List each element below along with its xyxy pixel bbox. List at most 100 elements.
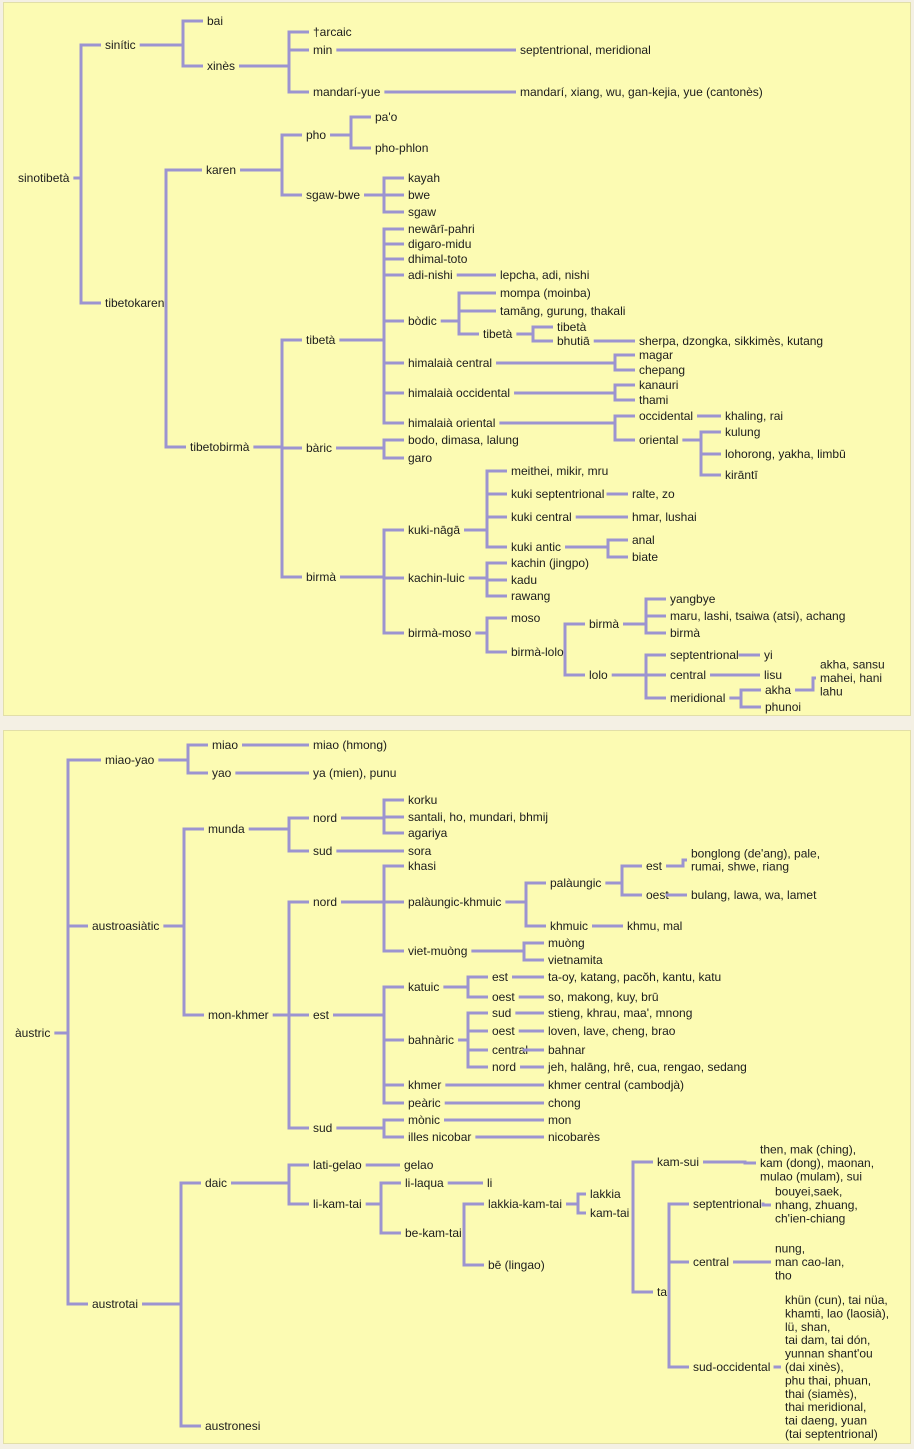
node-label-khaling-rai: khaling, rai bbox=[725, 409, 783, 423]
node-label-nung: nung,man cao-lan,tho bbox=[775, 1242, 844, 1283]
node-label-tibetobirma: tibetobirmà bbox=[190, 440, 250, 454]
node-label-moso: moso bbox=[511, 611, 541, 625]
node-label-oest: oest bbox=[492, 1024, 515, 1038]
node-label-thami: thami bbox=[639, 393, 668, 407]
node-label-miao-yao: miao-yao bbox=[105, 753, 155, 767]
node-label-gelao: gelao bbox=[404, 1158, 434, 1172]
node-label-kachin-jingpo: kachin (jingpo) bbox=[511, 556, 589, 570]
node-label-central: central bbox=[670, 668, 706, 682]
node-label-korku: korku bbox=[408, 793, 437, 807]
node-label-oest: oest bbox=[646, 888, 669, 902]
node-label-kam-tai: kam-tai bbox=[590, 1206, 629, 1220]
node-label-mandari-yue: mandarí-yue bbox=[313, 85, 381, 99]
node-label-mompa-moinba: mompa (moinba) bbox=[500, 286, 591, 300]
node-label-sud: sud bbox=[313, 1121, 332, 1135]
austric-panel bbox=[3, 730, 911, 1444]
node-label-yangbye: yangbye bbox=[670, 592, 716, 606]
node-label-miao: miao bbox=[212, 738, 238, 752]
node-label-est: est bbox=[492, 970, 509, 984]
node-label-austrotai: austrotai bbox=[92, 1297, 138, 1311]
node-label-digaro-midu: digaro-midu bbox=[408, 237, 471, 251]
node-label-pho-phlon: pho-phlon bbox=[375, 141, 428, 155]
node-label-himalaia-occidental: himalaià occidental bbox=[408, 386, 510, 400]
node-label-li-kam-tai: li-kam-tai bbox=[313, 1197, 362, 1211]
node-label-mon: mon bbox=[548, 1113, 571, 1127]
node-label-kachin-luic: kachin-luic bbox=[408, 571, 465, 585]
node-label-sud: sud bbox=[492, 1006, 511, 1020]
node-label-palaungic: palàungic bbox=[550, 876, 601, 890]
node-label-viet-muong: viet-muòng bbox=[408, 944, 467, 958]
node-label-bahnaric: bahnàric bbox=[408, 1033, 454, 1047]
node-label-monic: mònic bbox=[408, 1113, 440, 1127]
node-label-lepcha-adi-nishi: lepcha, adi, nishi bbox=[500, 268, 589, 282]
node-label-birma-lolo: birmà-lolo bbox=[511, 645, 564, 659]
node-label-sherpa-dzongka-sikkimes-kutang: sherpa, dzongka, sikkimès, kutang bbox=[639, 334, 823, 348]
node-label-kanauri: kanauri bbox=[639, 378, 678, 392]
node-label-then-mak-ching: then, mak (ching),kam (dong), maonan,mul… bbox=[760, 1143, 874, 1184]
node-label-meridional: meridional bbox=[670, 691, 725, 705]
node-label-pho: pho bbox=[306, 128, 326, 142]
node-label-maru-lashi-tsaiwa-atsi-achang: maru, lashi, tsaiwa (atsi), achang bbox=[670, 609, 845, 623]
node-label-nicobares: nicobarès bbox=[548, 1130, 600, 1144]
node-label-munda: munda bbox=[208, 822, 245, 836]
node-label-newari-pahri: newārī-pahri bbox=[408, 222, 475, 236]
node-label-adi-nishi: adi-nishi bbox=[408, 268, 453, 282]
node-label-sud-occidental: sud-occidental bbox=[693, 1360, 770, 1374]
node-label-est: est bbox=[646, 859, 663, 873]
node-label-tibetokaren: tibetokaren bbox=[105, 296, 164, 310]
node-label-nord: nord bbox=[313, 811, 337, 825]
node-label-phunoi: phunoi bbox=[765, 700, 801, 714]
node-label-sora: sora bbox=[408, 844, 432, 858]
node-label-kuki-naga: kuki-nāgā bbox=[408, 523, 460, 537]
node-label-septentrional-meridional: septentrional, meridional bbox=[520, 43, 651, 57]
node-label-hmar-lushai: hmar, lushai bbox=[632, 510, 697, 524]
node-label-daic: daic bbox=[205, 1176, 227, 1190]
node-label-palaungic-khmuic: palàungic-khmuic bbox=[408, 895, 501, 909]
node-label-tai: tai bbox=[657, 1285, 670, 1299]
node-label-himalaia-oriental: himalaià oriental bbox=[408, 416, 495, 430]
node-label-sgaw-bwe: sgaw-bwe bbox=[306, 188, 360, 202]
node-label-bonglong-de-ang-pale: bonglong (de'ang), pale,rumai, shwe, ria… bbox=[691, 846, 820, 873]
node-label-occidental: occidental bbox=[639, 409, 693, 423]
node-label-bhutia: bhutiā bbox=[557, 334, 590, 348]
node-label-sinitic: sinític bbox=[105, 38, 136, 52]
node-label-li: li bbox=[487, 1176, 492, 1190]
node-label-santali-ho-mundari-bhmij: santali, ho, mundari, bhmij bbox=[408, 810, 548, 824]
node-label-meithei-mikir-mru: meithei, mikir, mru bbox=[511, 464, 608, 478]
node-label-illes-nicobar: illes nicobar bbox=[408, 1130, 471, 1144]
node-label-sinotibeta: sinotibetà bbox=[18, 171, 70, 185]
node-label-biate: biate bbox=[632, 550, 658, 564]
node-label-katuic: katuic bbox=[408, 980, 439, 994]
node-label-min: min bbox=[313, 43, 332, 57]
node-label-be-kam-tai: be-kam-tai bbox=[405, 1226, 462, 1240]
node-label-birma-moso: birmà-moso bbox=[408, 626, 472, 640]
node-label-anal: anal bbox=[632, 533, 655, 547]
node-label-kuki-septentrional: kuki septentrional bbox=[511, 487, 604, 501]
node-label-chong: chong bbox=[548, 1096, 581, 1110]
node-label-tibeta: tibetà bbox=[306, 333, 336, 347]
node-label-tibeta: tibetà bbox=[557, 320, 587, 334]
node-label-nord: nord bbox=[492, 1060, 516, 1074]
node-label-birma: birmà bbox=[589, 617, 619, 631]
node-label-est: est bbox=[313, 1008, 330, 1022]
node-label-ta-oy-katang-pacoh-kantu-katu: ta-oy, katang, pacŏh, kantu, katu bbox=[548, 970, 721, 984]
node-label-jeh-halang-hre-cua-rengao-sedang: jeh, halāng, hrê, cua, rengao, sedang bbox=[547, 1060, 747, 1074]
node-label-lolo: lolo bbox=[589, 668, 608, 682]
node-label-stieng-khrau-maa-mnong: stieng, khrau, maa', mnong bbox=[548, 1006, 692, 1020]
node-label-khmuic: khmuic bbox=[550, 919, 588, 933]
node-label-yao: yao bbox=[212, 766, 232, 780]
node-label-birma: birmà bbox=[306, 570, 336, 584]
node-label-tibeta: tibetà bbox=[483, 327, 513, 341]
node-label-kayah: kayah bbox=[408, 171, 440, 185]
node-label-bwe: bwe bbox=[408, 188, 430, 202]
node-label-bahnar: bahnar bbox=[548, 1043, 585, 1057]
node-label-lakkia: lakkia bbox=[590, 1187, 621, 1201]
node-label-muong: muòng bbox=[548, 936, 585, 950]
node-label-dhimal-toto: dhimal-toto bbox=[408, 252, 468, 266]
node-label-birma: birmà bbox=[670, 626, 700, 640]
node-label-mandari-xiang-wu-gan-kejia-yue-cantones: mandarí, xiang, wu, gan-kejia, yue (cant… bbox=[520, 85, 763, 99]
node-label-oest: oest bbox=[492, 990, 515, 1004]
node-label-kuki-antic: kuki antic bbox=[511, 540, 561, 554]
node-label-septentrional: septentrional bbox=[693, 1197, 762, 1211]
